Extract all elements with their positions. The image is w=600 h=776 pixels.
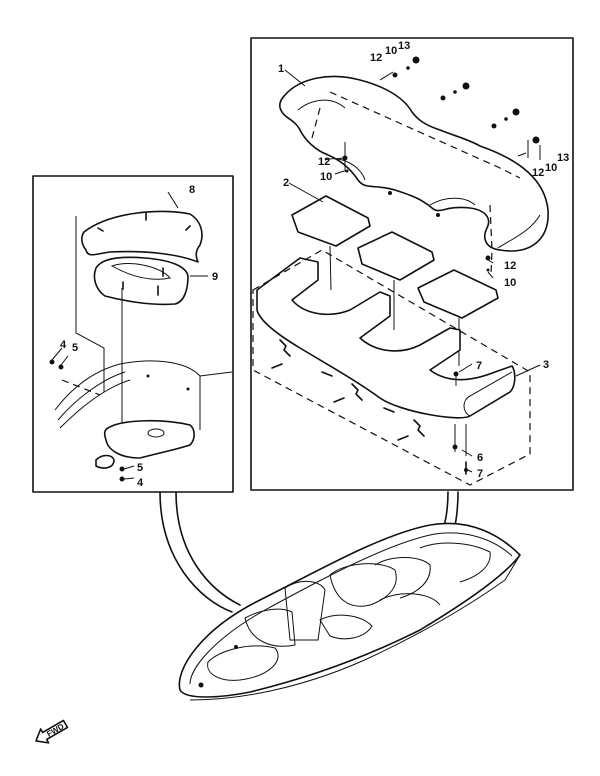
part-9-seat-cushion [93,256,189,306]
callout-5: 5 [72,342,78,354]
fasteners [342,56,541,475]
part-8-backrest [81,210,203,263]
callout-6: 6 [477,452,483,464]
part-2-seat-cushions [291,195,499,366]
part-1-backrest [279,75,549,276]
seat-mount-base [54,360,233,469]
callout-4: 4 [60,339,67,351]
part-3-seat-base [256,257,516,419]
rear-seat-panel-frame [250,37,574,491]
callout-13: 13 [557,152,569,164]
callout-9: 9 [212,271,218,283]
boat-hull [159,491,521,701]
callout-10: 10 [504,277,516,289]
forward-direction-arrow: FWD [35,719,69,744]
front-seat-panel: 8 9 4 5 5 4 [32,175,234,493]
callout-12: 12 [532,167,544,179]
callout-7: 7 [477,468,483,480]
callout-12: 12 [370,52,382,64]
callout-13: 13 [398,40,410,52]
callout-10: 10 [385,45,397,57]
callout-5: 5 [137,462,143,474]
callout-10: 10 [320,171,332,183]
front-fasteners [49,191,208,482]
assembly-outline [252,249,531,486]
clips [271,339,425,441]
rear-seat-panel: 1 12 10 13 12 10 2 12 10 13 12 10 3 7 6 … [250,37,574,491]
callout-10: 10 [545,162,557,174]
callout-3: 3 [543,359,549,371]
front-seat-panel-frame [32,175,234,493]
callout-2: 2 [283,177,289,189]
callout-8: 8 [189,184,195,196]
callout-12: 12 [504,260,516,272]
callout-7: 7 [476,360,482,372]
callout-1: 1 [278,63,284,75]
callout-12: 12 [318,156,330,168]
callout-4: 4 [137,477,144,489]
leader-lines [284,69,541,473]
